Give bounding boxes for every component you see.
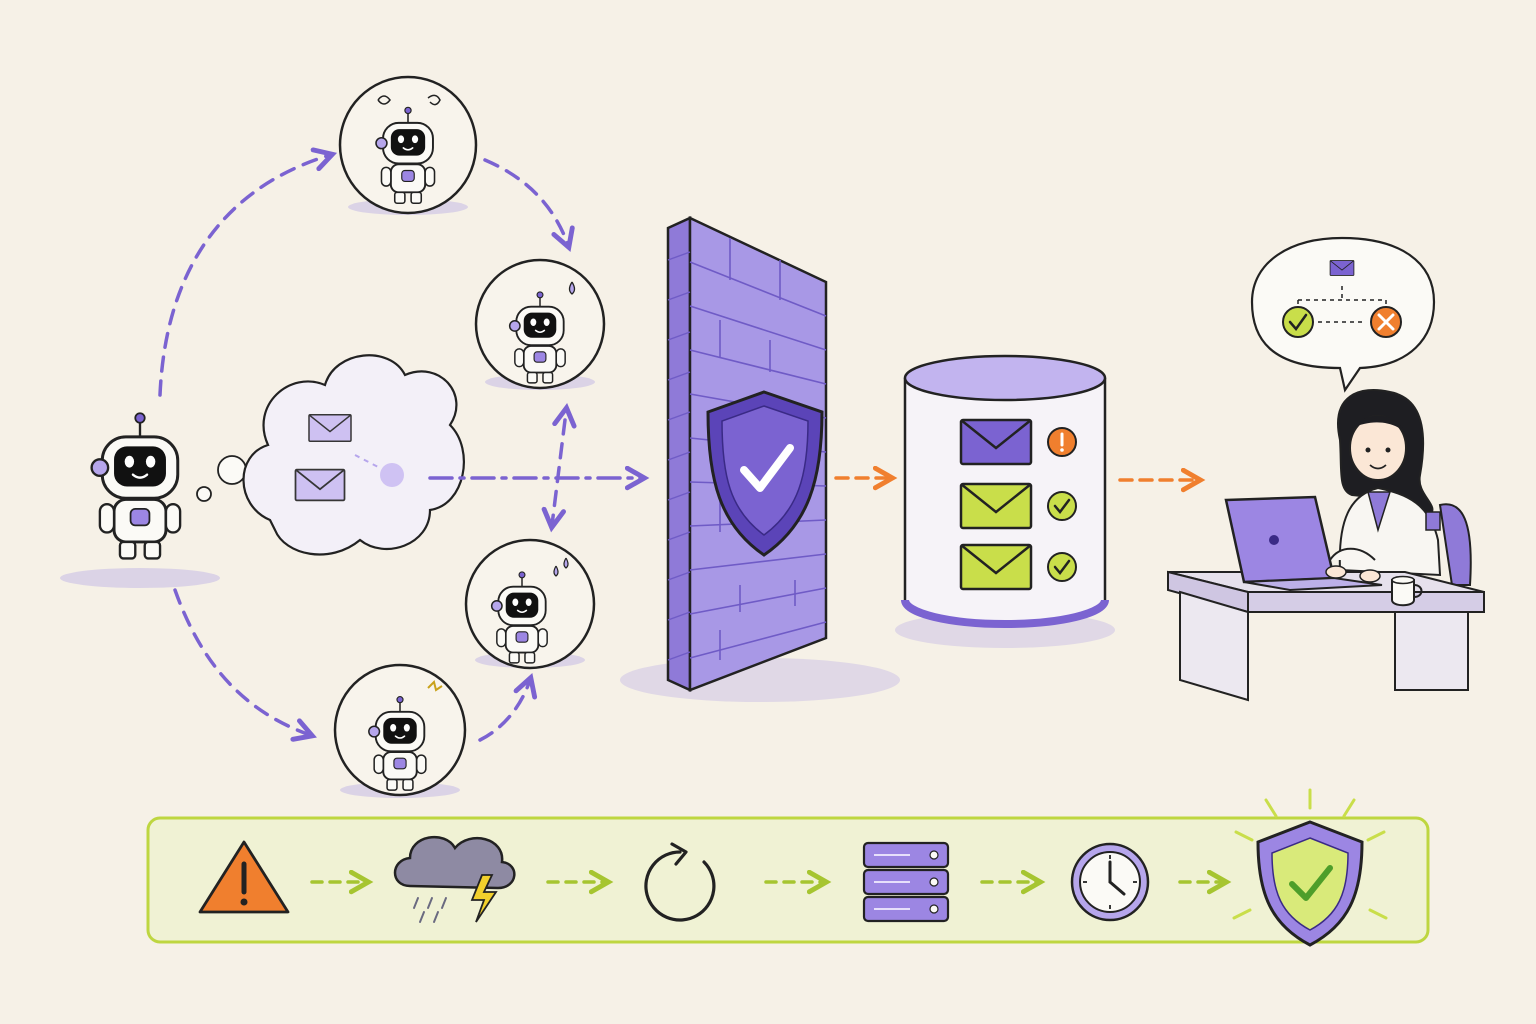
- coffee-mug-icon: [1391, 575, 1423, 607]
- queue-item-warning: [959, 418, 1077, 466]
- shield-check-icon: [1232, 788, 1388, 947]
- server-stack-icon: [862, 841, 950, 923]
- queue-item-ok: [959, 543, 1077, 591]
- robot-nervous: [464, 538, 596, 670]
- storm-cloud-icon: [393, 835, 516, 923]
- check-circle-icon: [1282, 306, 1314, 338]
- recovery-timeline: [146, 788, 1430, 947]
- message-queue: [895, 354, 1115, 648]
- shield-check-icon: [706, 390, 824, 557]
- sender-robot: [60, 411, 220, 588]
- clock-icon: [1070, 842, 1150, 922]
- queue-item-ok: [959, 482, 1077, 530]
- check-badge-icon: [1047, 552, 1077, 582]
- envelope-icon: [959, 418, 1033, 466]
- thought-bubble: [196, 354, 465, 556]
- envelope-icon: [1329, 260, 1355, 276]
- retry-arrow-icon: [644, 842, 716, 922]
- faded-envelope-icon: [308, 414, 352, 442]
- robot-confused: [338, 75, 478, 215]
- retry-arrows: [158, 155, 642, 742]
- envelope-icon: [959, 482, 1033, 530]
- robot-sweating: [474, 258, 606, 390]
- cloud-shape: [242, 354, 465, 556]
- human-operator: [1167, 388, 1485, 702]
- robot-frustrated: [333, 663, 467, 798]
- warning-triangle-icon: [198, 840, 290, 914]
- envelope-icon: [959, 543, 1033, 591]
- faded-envelope-icon: [294, 468, 346, 502]
- laptop-icon: [1224, 495, 1336, 584]
- faded-dot-icon: [380, 463, 404, 487]
- check-badge-icon: [1047, 491, 1077, 521]
- decision-bubble: [1250, 236, 1436, 393]
- timeline-panel: [146, 816, 1430, 944]
- firewall-wall: [620, 216, 900, 702]
